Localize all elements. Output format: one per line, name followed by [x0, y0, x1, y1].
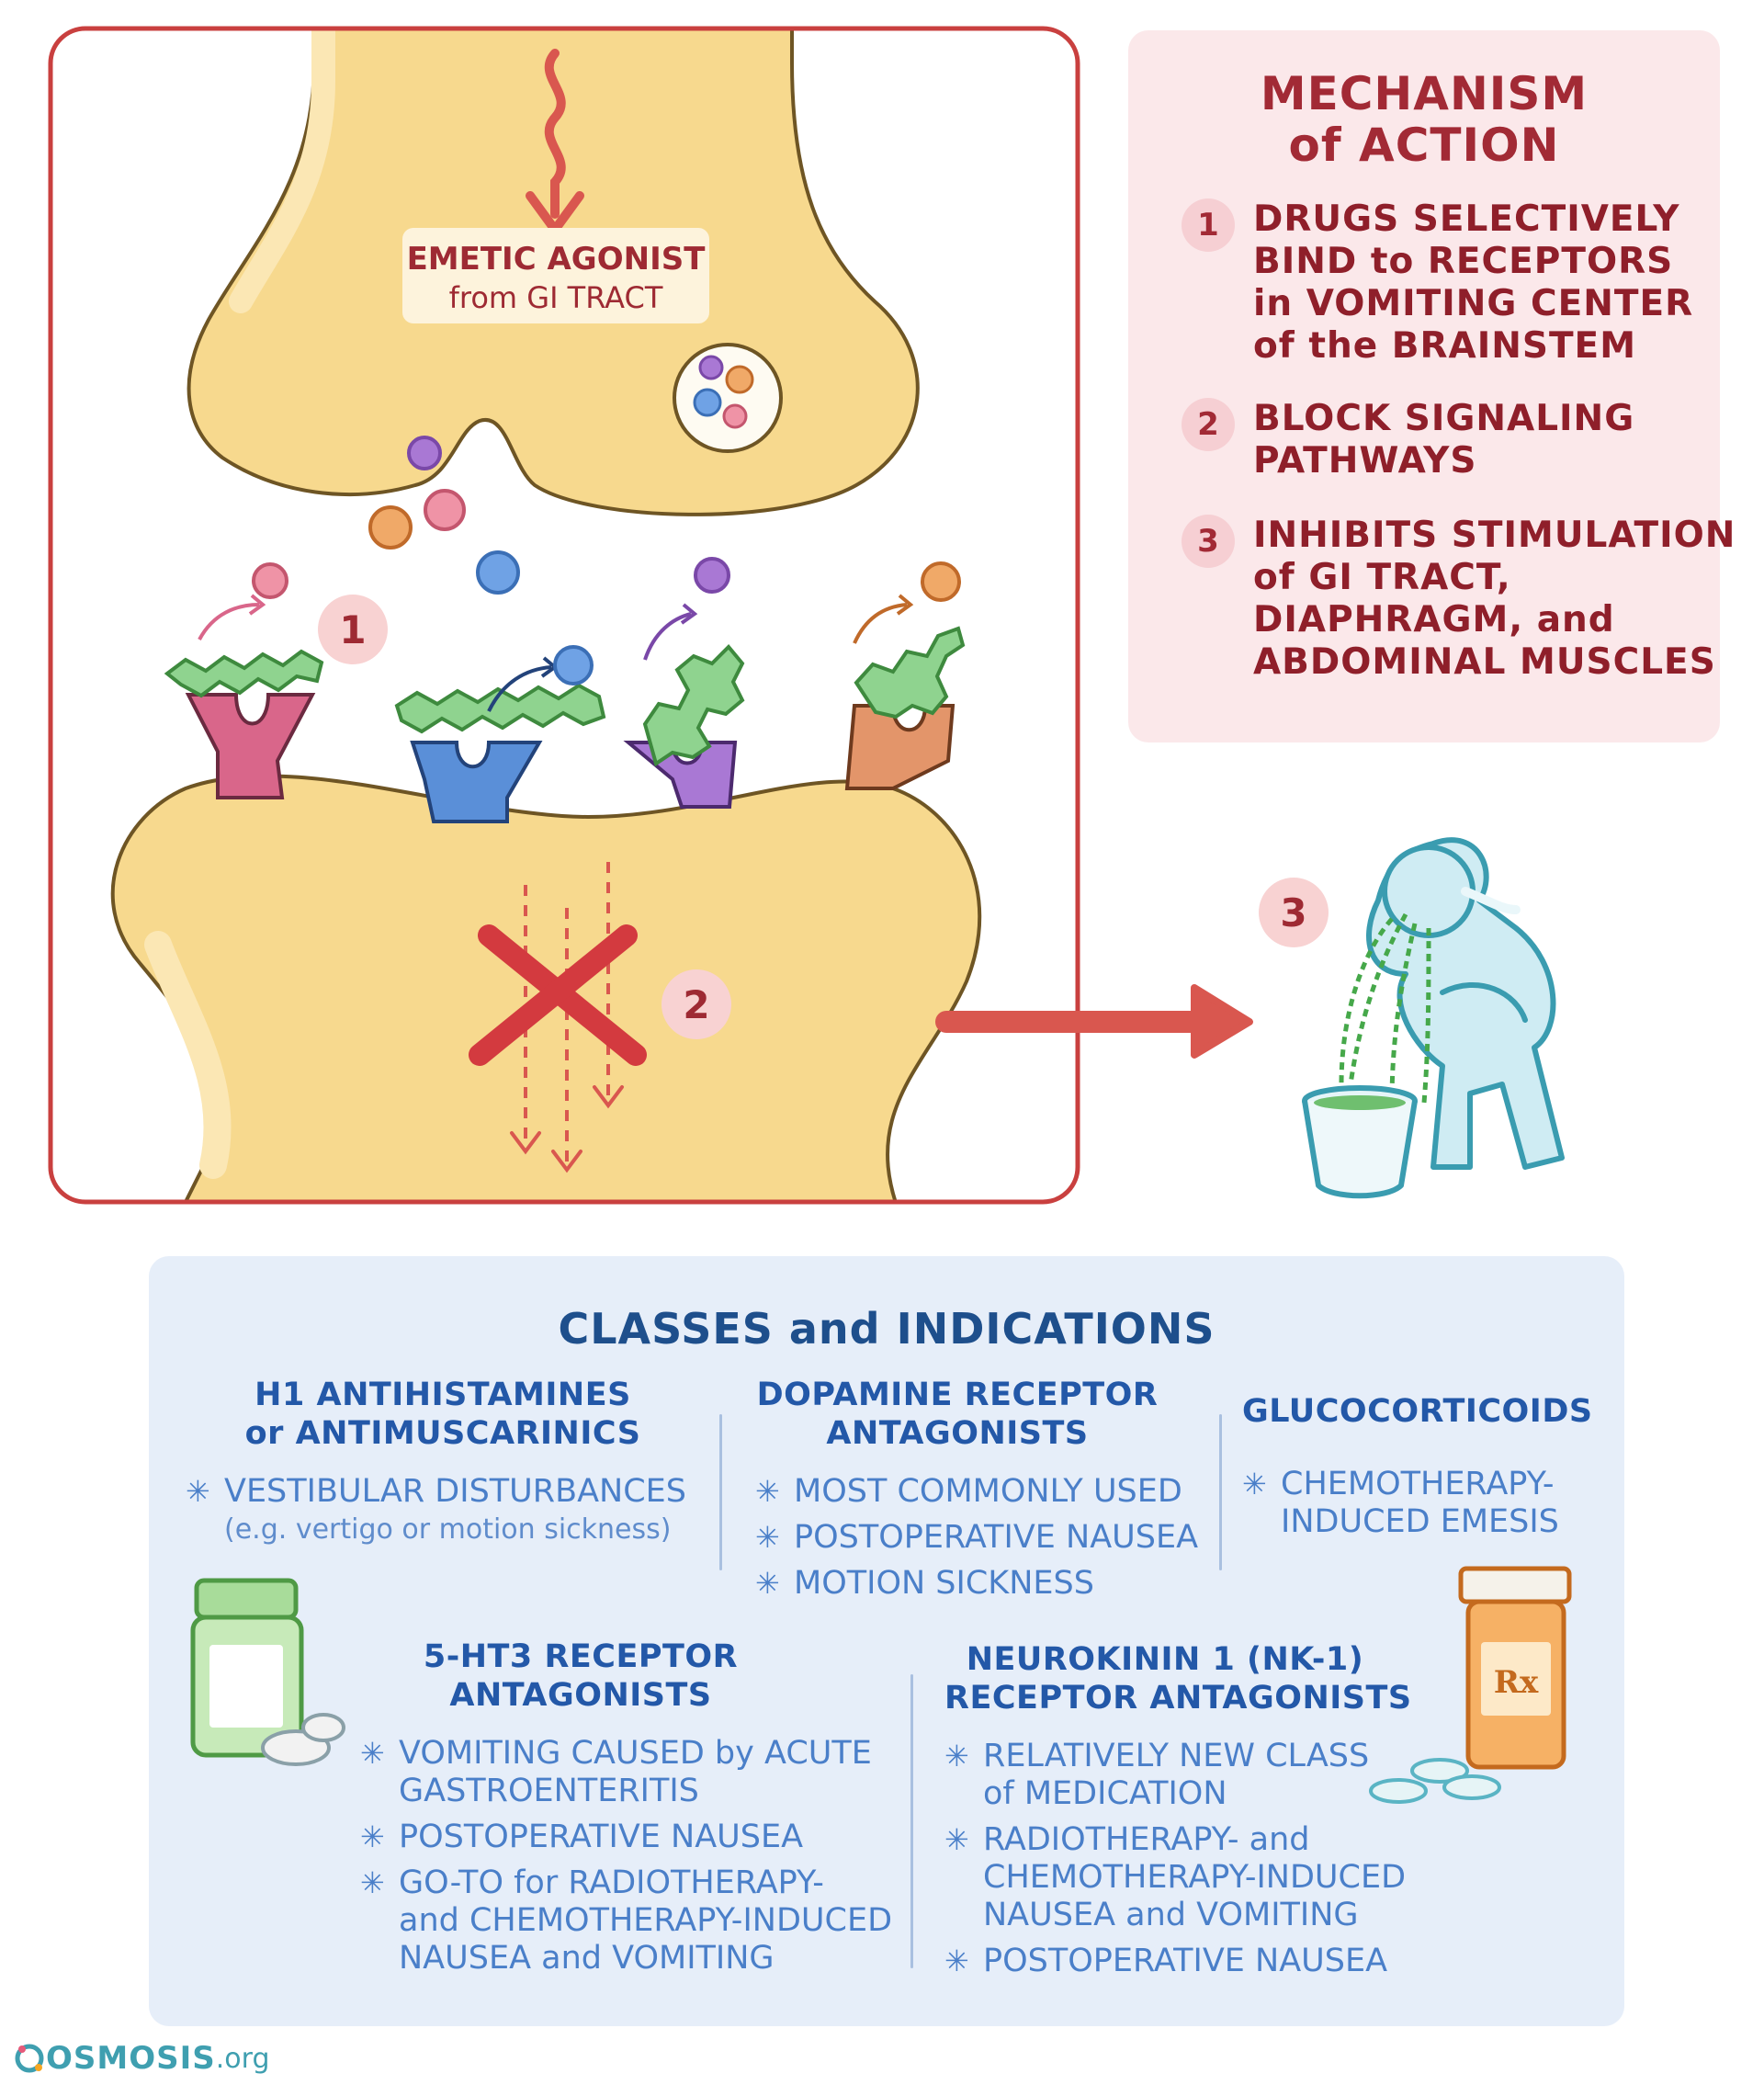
indication-item: ✳ POSTOPERATIVE NAUSEA: [944, 1943, 1388, 1979]
column-divider: [719, 1414, 722, 1570]
class-heading-line: 5-HT3 RECEPTOR: [423, 1638, 739, 1675]
class-nk1-antagonists: NEUROKININ 1 (NK-1) RECEPTOR ANTAGONISTS…: [944, 1640, 1422, 1989]
step-text: INHIBITS STIMULATION: [1253, 515, 1736, 556]
class-heading: NEUROKININ 1 (NK-1) RECEPTOR ANTAGONISTS: [944, 1640, 1412, 1717]
indication-item: ✳ GO-TO for RADIOTHERAPY- and CHEMOTHERA…: [360, 1864, 893, 1977]
class-heading: H1 ANTIHISTAMINES or ANTIMUSCARINICS: [186, 1376, 700, 1453]
step-text: PATHWAYS: [1253, 440, 1477, 482]
indication-item: ✳ CHEMOTHERAPY- INDUCED EMESIS: [1242, 1466, 1559, 1540]
marker-3: 3: [1280, 890, 1306, 935]
indication-item: ✳ VOMITING CAUSED by ACUTE GASTROENTERIT…: [360, 1735, 872, 1809]
class-heading-line: or ANTIMUSCARINICS: [244, 1415, 641, 1452]
indication-item: ✳ RADIOTHERAPY- and CHEMOTHERAPY-INDUCED…: [944, 1821, 1407, 1933]
step-number: 3: [1182, 515, 1235, 568]
marker-2: 2: [683, 982, 709, 1027]
class-5ht3-antagonists: 5-HT3 RECEPTOR ANTAGONISTS ✳ VOMITING CA…: [360, 1637, 893, 1986]
step-text: of GI TRACT,: [1253, 557, 1511, 598]
osmosis-logo-icon: [15, 2044, 44, 2073]
rx-bottle-icon: Rx: [1352, 1559, 1582, 1817]
indication-item: ✳MOST COMMONLY USED: [755, 1473, 1182, 1510]
class-dopamine-antagonists: DOPAMINE RECEPTOR ANTAGONISTS ✳MOST COMM…: [755, 1376, 1199, 1611]
step-number: 1: [1182, 198, 1235, 252]
class-heading-line: NEUROKININ 1 (NK-1): [966, 1641, 1364, 1678]
step-text: of the BRAINSTEM: [1253, 325, 1637, 367]
logo-text: OSMOSIS: [46, 2040, 216, 2077]
class-heading-line: ANTAGONISTS: [826, 1415, 1089, 1452]
mechanism-step-2: 2 BLOCK SIGNALING PATHWAYS: [1182, 398, 1696, 482]
mechanism-step-3: 3 INHIBITS STIMULATION of GI TRACT, DIAP…: [1182, 515, 1736, 684]
synapse-illustration: EMETIC AGONIST from GI TRACT 1: [48, 26, 1080, 1205]
osmosis-logo: OSMOSIS .org: [13, 2038, 270, 2079]
column-divider: [1219, 1414, 1222, 1570]
blocked-x-icon: [469, 924, 647, 1066]
class-heading-line: GLUCOCORTICOIDS: [1242, 1393, 1593, 1430]
class-heading: GLUCOCORTICOIDS: [1242, 1392, 1593, 1431]
agonist-label-line2: from GI TRACT: [449, 280, 663, 315]
bucket-icon: [1302, 1085, 1418, 1199]
vomiting-person-icon: [1366, 837, 1565, 1170]
indication-item: ✳ RELATIVELY NEW CLASS of MEDICATION: [944, 1738, 1370, 1812]
receptor-purple: [623, 557, 745, 809]
step-text: BIND to RECEPTORS: [1253, 241, 1674, 282]
mechanism-subtitle: of ACTION: [1288, 119, 1560, 172]
pill-bottle-icon: [186, 1573, 346, 1785]
mechanism-title: MECHANISM: [1260, 67, 1589, 120]
step-number: 2: [1182, 398, 1235, 451]
receptor-pink: [164, 562, 324, 799]
step-text: in VOMITING CENTER: [1253, 283, 1694, 324]
step-text: DIAPHRAGM, and: [1253, 599, 1615, 640]
class-glucocorticoids: GLUCOCORTICOIDS ✳ CHEMOTHERAPY- INDUCED …: [1242, 1392, 1593, 1549]
vesicle: [673, 343, 783, 453]
classes-panel: CLASSES and INDICATIONS H1 ANTIHISTAMINE…: [149, 1256, 1624, 2026]
column-divider: [910, 1674, 913, 1968]
marker-1: 1: [339, 607, 366, 652]
class-heading-line: H1 ANTIHISTAMINES: [254, 1377, 631, 1413]
agonist-label-line1: EMETIC AGONIST: [407, 241, 707, 278]
effect-illustration: 3: [928, 809, 1589, 1213]
classes-title: CLASSES and INDICATIONS: [558, 1304, 1216, 1354]
step-text: DRUGS SELECTIVELY: [1253, 198, 1680, 240]
mechanism-panel: MECHANISM of ACTION 1 DRUGS SELECTIVELY …: [1128, 30, 1736, 742]
receptor-blue: [394, 645, 606, 823]
class-heading: 5-HT3 RECEPTOR ANTAGONISTS: [360, 1637, 801, 1715]
synapse-panel-border: [48, 26, 1080, 1205]
step-text: ABDOMINAL MUSCLES: [1253, 641, 1716, 683]
step-text: BLOCK SIGNALING: [1253, 398, 1635, 439]
class-heading-line: ANTAGONISTS: [449, 1677, 712, 1714]
class-h1-antihistamines: H1 ANTIHISTAMINES or ANTIMUSCARINICS ✳ V…: [186, 1376, 700, 1557]
mechanism-step-1: 1 DRUGS SELECTIVELY BIND to RECEPTORS in…: [1182, 198, 1696, 368]
indication-item: ✳POSTOPERATIVE NAUSEA: [755, 1519, 1199, 1556]
class-heading-line: RECEPTOR ANTAGONISTS: [944, 1680, 1412, 1717]
indication-item: ✳MOTION SICKNESS: [755, 1565, 1094, 1602]
class-heading-line: DOPAMINE RECEPTOR: [756, 1377, 1159, 1413]
indication-item: ✳ POSTOPERATIVE NAUSEA: [360, 1819, 804, 1855]
class-heading: DOPAMINE RECEPTOR ANTAGONISTS: [755, 1376, 1159, 1453]
logo-suffix: .org: [215, 2042, 270, 2075]
indication-item: ✳ VESTIBULAR DISTURBANCES (e.g. vertigo …: [186, 1473, 687, 1546]
rx-label: Rx: [1494, 1664, 1539, 1701]
receptor-orange: [844, 561, 966, 790]
